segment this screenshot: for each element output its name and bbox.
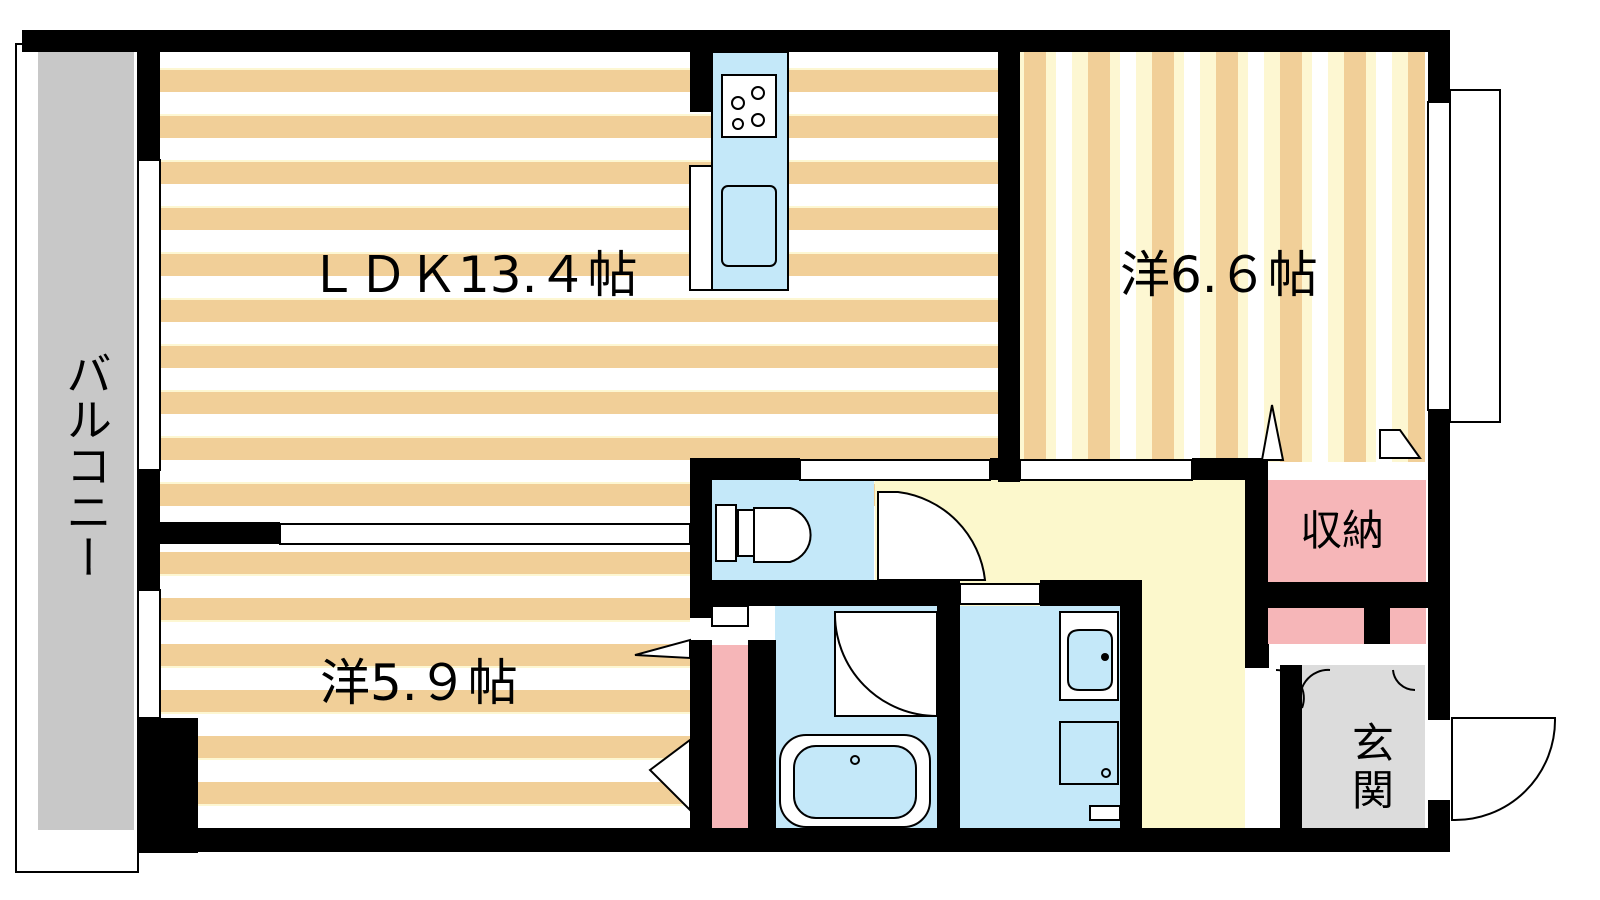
washbasin-icon xyxy=(1059,611,1119,701)
closet-b xyxy=(712,645,748,828)
entrance-label-top: 玄 xyxy=(1352,719,1394,768)
western-a-floor xyxy=(1020,52,1425,462)
door-swings xyxy=(634,404,1557,822)
shoe-storage-b xyxy=(1390,608,1426,644)
shoe-storage-a xyxy=(1268,608,1364,644)
western-b-label: 洋5.９帖 xyxy=(320,654,518,712)
western-a-label: 洋6.６帖 xyxy=(1120,246,1318,304)
western-b-floor xyxy=(160,548,690,828)
bathtub-icon xyxy=(779,734,931,828)
entrance-label-bottom: 関 xyxy=(1352,766,1394,815)
washing-machine-icon xyxy=(1059,721,1119,785)
balcony xyxy=(15,43,139,873)
storage-label: 収納 xyxy=(1300,506,1384,555)
stove-icon xyxy=(721,74,777,138)
balcony-label: バルコニー xyxy=(59,350,113,580)
kitchen-counter xyxy=(689,51,789,291)
toilet-icon xyxy=(715,504,812,563)
ldk-label: ＬＤＫ13.４帖 xyxy=(308,246,638,304)
ldk-floor xyxy=(160,52,1020,520)
walls xyxy=(22,30,1450,853)
windows xyxy=(137,89,1501,821)
sink-icon xyxy=(721,185,777,267)
storage-floor xyxy=(1268,480,1426,582)
entrance-floor xyxy=(1300,665,1425,828)
